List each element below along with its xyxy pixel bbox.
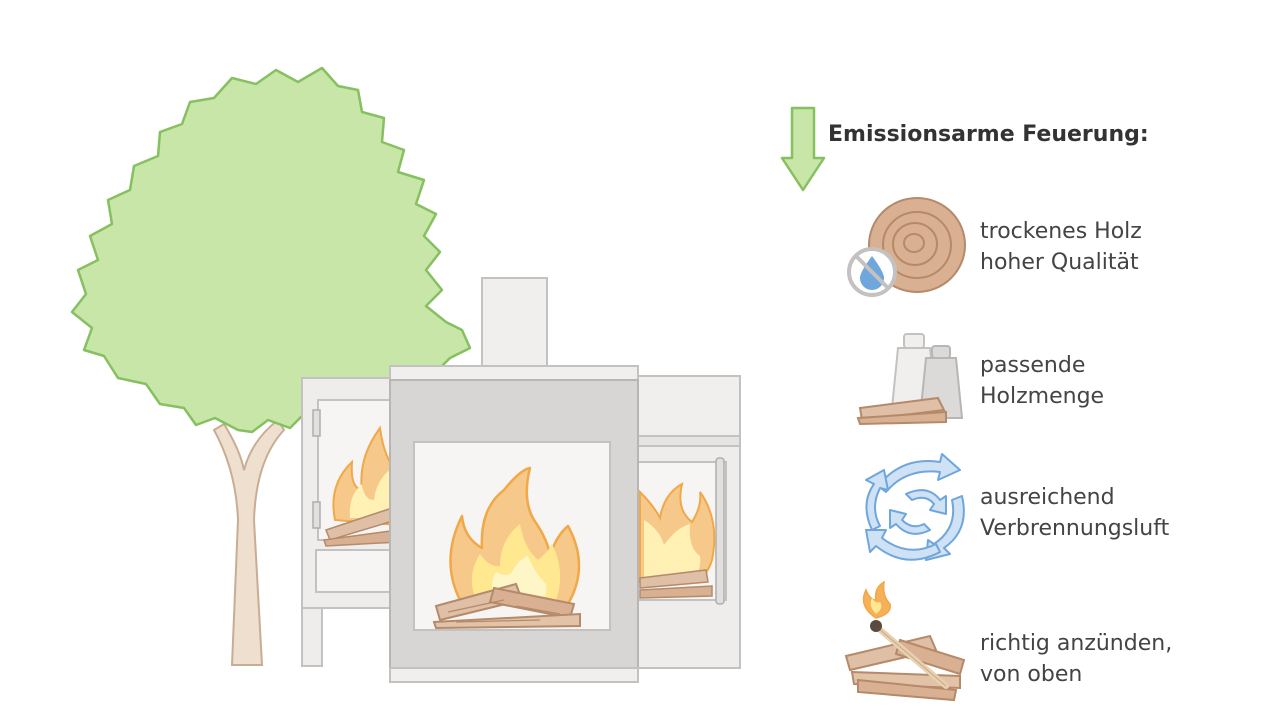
legend-item-combustion-air: ausreichend Verbrennungsluft xyxy=(980,482,1169,544)
legend-item-line: Holzmenge xyxy=(980,384,1105,409)
air-circulation-icon xyxy=(865,453,965,561)
legend-item-line: ausreichend xyxy=(980,485,1115,510)
legend-item-line: hoher Qualität xyxy=(980,250,1139,275)
wood-planks-icon xyxy=(856,396,947,426)
legend-item-ignition: richtig anzünden, von oben xyxy=(980,628,1172,690)
legend-item-line: Verbrennungsluft xyxy=(980,516,1170,541)
legend-item-dry-wood: trockenes Holz hoher Qualität xyxy=(980,216,1142,278)
match-flame xyxy=(862,580,891,619)
legend-item-line: von oben xyxy=(980,662,1083,687)
kindling-wood-icon xyxy=(844,634,966,702)
legend-heading: Emissionsarme Feuerung: xyxy=(828,122,1149,147)
weights-icon xyxy=(856,333,964,426)
legend-item-line: trockenes Holz xyxy=(980,219,1142,244)
no-water-icon xyxy=(847,247,897,297)
legend-item-wood-amount: passende Holzmenge xyxy=(980,350,1104,412)
stove-left xyxy=(301,377,403,667)
legend-item-line: passende xyxy=(980,353,1086,378)
stove-center xyxy=(389,365,639,683)
tree-trunk xyxy=(212,418,286,666)
legend-item-line: richtig anzünden, xyxy=(980,631,1173,656)
right-stove-wood-icon xyxy=(639,569,713,599)
chimney-pipe xyxy=(481,277,548,367)
lit-match-icon xyxy=(844,580,966,702)
arrow-down-icon xyxy=(780,106,826,192)
center-stove-wood-icon xyxy=(432,582,581,630)
dry-wood-log-icon xyxy=(847,197,966,297)
stove-right xyxy=(629,375,741,669)
